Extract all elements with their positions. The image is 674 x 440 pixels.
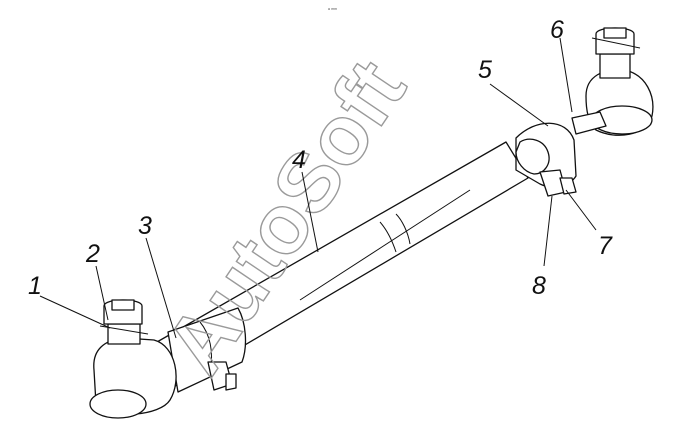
right-tie-rod-end [571,27,654,136]
left-clamp [167,307,247,393]
callout-4: 4 [292,146,306,174]
callout-labels: 1 2 3 4 5 6 7 8 [28,16,613,300]
callout-3: 3 [138,212,152,240]
callout-6: 6 [550,16,564,44]
callout-8: 8 [532,272,546,300]
top-mark: ᵃ ᵐᵐ [328,7,337,13]
callout-1: 1 [28,272,42,300]
leader-lines [39,37,597,339]
right-clamp [515,122,577,197]
left-tie-rod-end [89,299,177,419]
callout-2: 2 [85,240,100,268]
callout-5: 5 [478,56,492,84]
callout-7: 7 [598,232,613,260]
